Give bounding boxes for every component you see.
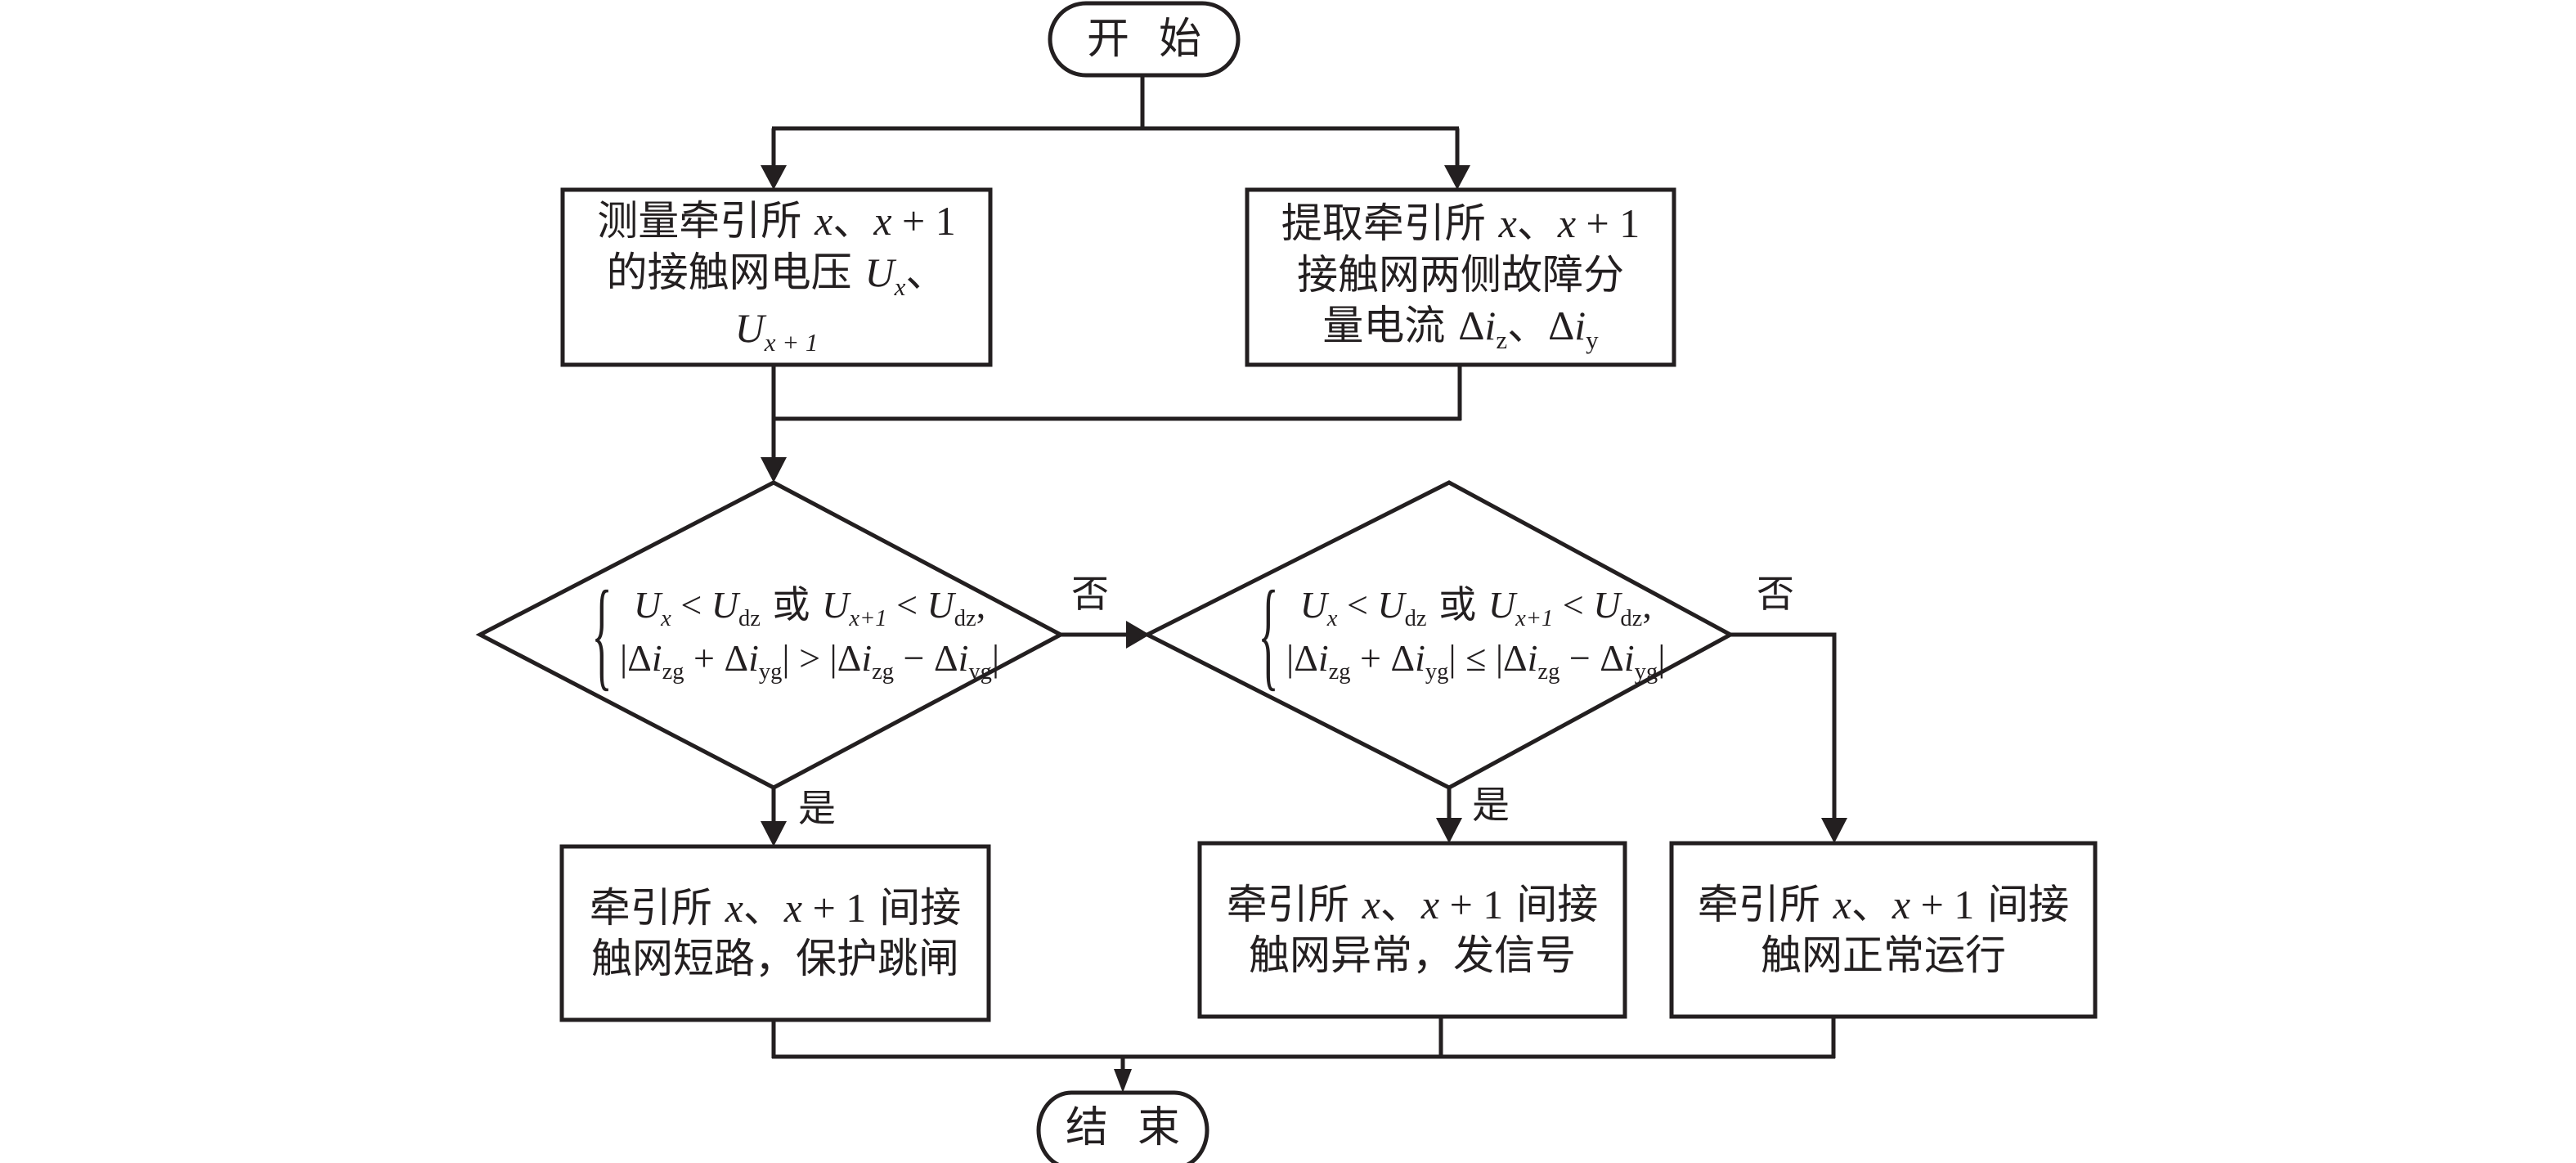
decision-abnormal: { Ux < Udz 或 Ux+1 < Udz, |Δizg + Δiyg| ≤…	[1239, 573, 1697, 695]
label-yes-fault: 是	[798, 786, 836, 830]
process-extract: 提取牵引所 x、x + 1 接触网两侧故障分 量电流 Δiz、Δiy	[1247, 190, 1674, 365]
start-label: 开始	[1086, 14, 1231, 64]
result-alarm: 牵引所 x、x + 1 间接 触网异常，发信号	[1200, 843, 1625, 1017]
result-trip-line2: 触网短路，保护跳闸	[591, 935, 959, 982]
label-no-fault: 否	[1071, 572, 1109, 616]
result-normal-shape	[1669, 841, 2098, 1019]
arrowhead-to-decision-fault	[761, 457, 787, 483]
result-normal-line2: 触网正常运行	[1761, 932, 2006, 979]
brace-icon: {	[1258, 566, 1279, 702]
arrowhead-to-result-normal	[1821, 818, 1847, 843]
arrowhead-to-end	[1114, 1069, 1132, 1093]
decision-abnormal-row1: Ux < Udz 或 Ux+1 < Udz,	[1299, 582, 1652, 631]
process-measure-line3: Ux + 1	[734, 305, 819, 357]
decision-abnormal-row2: |Δizg + Δiyg| ≤ |Δizg − Δiyg|	[1286, 637, 1666, 685]
decision-fault-row1: Ux < Udz 或 Ux+1 < Udz,	[633, 582, 986, 631]
process-measure-line2: 的接触网电压 Ux、	[606, 248, 947, 301]
label-no-abnormal: 否	[1757, 572, 1794, 616]
label-yes-abnormal: 是	[1472, 783, 1510, 827]
process-measure-line1: 测量牵引所 x、x + 1	[597, 197, 956, 245]
process-extract-line3: 量电流 Δiz、Δiy	[1322, 302, 1599, 355]
end-label: 结束	[1066, 1102, 1210, 1152]
process-extract-line2: 接触网两侧故障分	[1297, 250, 1624, 299]
result-trip-line1: 牵引所 x、x + 1 间接	[589, 883, 962, 932]
process-measure-shape	[560, 187, 993, 367]
decision-fault-row2: |Δizg + Δiyg| > |Δizg − Δiyg|	[620, 637, 1000, 685]
result-normal: 牵引所 x、x + 1 间接 触网正常运行	[1672, 843, 2095, 1017]
result-normal-line1: 牵引所 x、x + 1 间接	[1697, 880, 2070, 928]
process-measure: 测量牵引所 x、x + 1 的接触网电压 Ux、 Ux + 1	[563, 190, 990, 365]
connector-abnormal-no	[1730, 632, 1837, 820]
decision-fault: { Ux < Udz 或 Ux+1 < Udz, |Δizg + Δiyg| >…	[572, 573, 1030, 695]
end-terminal: 结束	[1039, 1093, 1207, 1163]
arrowhead-to-measure	[761, 165, 787, 190]
result-alarm-line2: 触网异常，发信号	[1249, 932, 1576, 979]
arrowhead-to-result-alarm	[1436, 818, 1462, 843]
process-extract-line1: 提取牵引所 x、x + 1	[1281, 200, 1640, 248]
arrowhead-to-extract	[1444, 165, 1470, 190]
result-alarm-line1: 牵引所 x、x + 1 间接	[1226, 880, 1599, 928]
start-terminal: 开始	[1050, 3, 1238, 75]
arrowhead-to-decision-abnormal	[1126, 621, 1150, 649]
arrowhead-to-result-trip	[761, 821, 787, 846]
brace-icon: {	[591, 566, 613, 702]
result-trip: 牵引所 x、x + 1 间接 触网短路，保护跳闸	[562, 846, 989, 1020]
end-terminal-shape	[1036, 1090, 1209, 1163]
result-alarm-shape	[1197, 841, 1627, 1019]
